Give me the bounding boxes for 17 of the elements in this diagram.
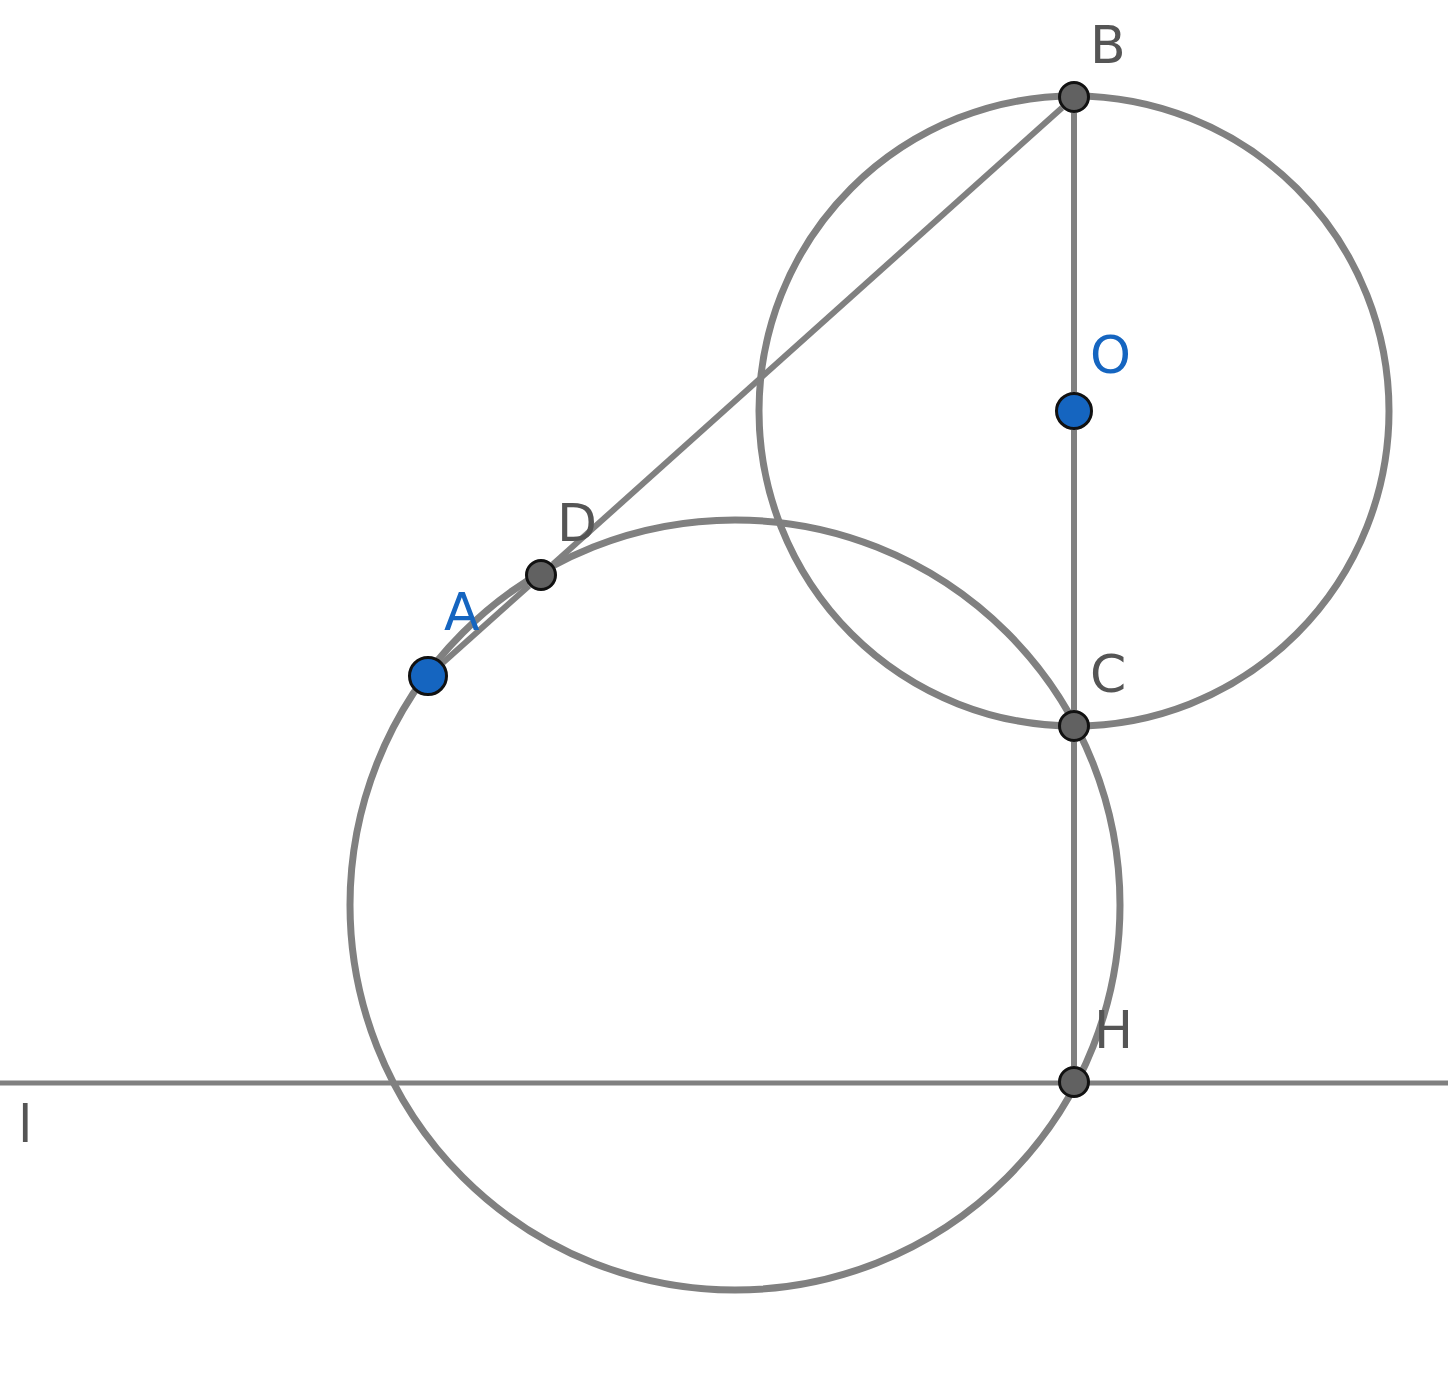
line-segment xyxy=(1071,742,1077,1066)
point xyxy=(1055,392,1093,430)
line-segment xyxy=(440,583,532,665)
point-label: O xyxy=(1090,329,1131,381)
point xyxy=(1058,710,1090,742)
point-label: C xyxy=(1090,648,1127,700)
point-label: A xyxy=(444,586,480,638)
point xyxy=(1058,1066,1090,1098)
point xyxy=(525,559,557,591)
point-label: D xyxy=(557,497,598,549)
point-label: B xyxy=(1090,19,1126,71)
point-label: H xyxy=(1094,1004,1134,1056)
line-segment xyxy=(1071,113,1077,392)
point xyxy=(408,656,448,696)
line-segment xyxy=(1071,430,1077,710)
point xyxy=(1058,81,1090,113)
line-label: l xyxy=(18,1098,33,1150)
